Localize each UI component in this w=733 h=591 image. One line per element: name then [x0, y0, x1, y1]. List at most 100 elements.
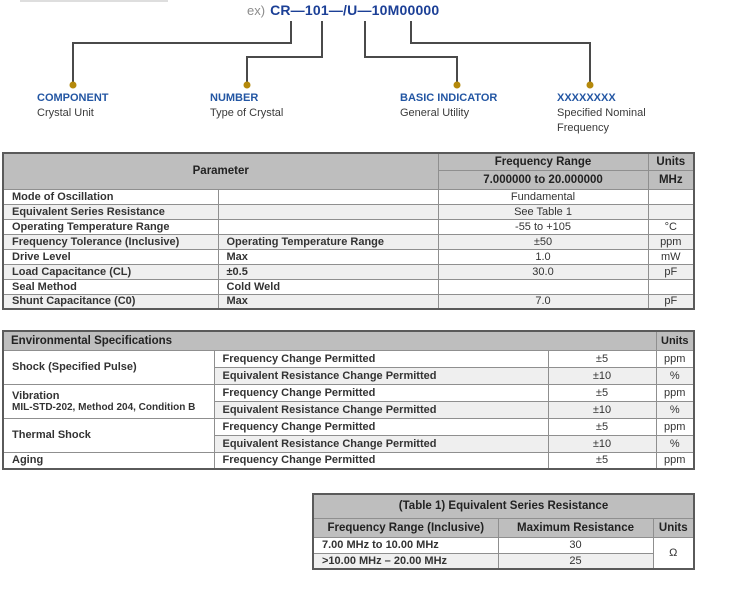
test-cell: Frequency Change Permitted	[213, 451, 549, 470]
diagram-label-title: XXXXXXXX	[557, 92, 616, 104]
frequency-range-header: Frequency Range	[437, 152, 649, 171]
part-number-breakdown-connectors	[69, 21, 594, 89]
table-row: 7.00 MHz to 10.00 MHz 30 Ω	[312, 536, 695, 570]
condition-cell	[217, 188, 439, 205]
value-cell: ±10	[547, 400, 657, 419]
unit-cell: °C	[647, 218, 695, 235]
table-row: Seal Method Cold Weld	[2, 278, 695, 295]
condition-cell: Operating Temperature Range	[217, 233, 439, 250]
connector-line-component	[72, 21, 292, 82]
diagram-label-subtitle: General Utility	[400, 107, 470, 119]
diagram-label-title: BASIC INDICATOR	[400, 92, 498, 104]
connector-dot-icon	[586, 81, 594, 89]
range-cell: >10.00 MHz – 20.00 MHz	[312, 552, 499, 570]
environmental-table: Environmental Specifications Units Shock…	[2, 330, 695, 470]
unit-cell: ppm	[647, 233, 695, 250]
table1-title: (Table 1) Equivalent Series Resistance	[312, 493, 695, 519]
param-cell: Seal Method	[2, 278, 219, 295]
param-cell: Shunt Capacitance (C0)	[2, 293, 219, 310]
param-cell: Drive Level	[2, 248, 219, 265]
table1-resistance-header: Maximum Resistance	[497, 517, 654, 538]
value-cell: ±5	[547, 417, 657, 436]
units-header: Units	[647, 152, 695, 171]
group-name-cell: Vibration MIL-STD-202, Method 204, Condi…	[2, 383, 215, 419]
table-row: Load Capacitance (CL) ±0.5 30.0 pF	[2, 263, 695, 280]
diagram-label-frequency: XXXXXXXX Specified Nominal Frequency	[557, 91, 669, 136]
connector-dot-icon	[453, 81, 461, 89]
units-value-header: MHz	[647, 169, 695, 190]
units-header: Units	[655, 330, 695, 351]
unit-cell: %	[655, 434, 695, 453]
table-row: Shock (Specified Pulse) Frequency Change…	[2, 349, 695, 385]
unit-cell: ppm	[655, 451, 695, 470]
connector-line-frequency	[410, 21, 591, 82]
unit-cell: ppm	[655, 417, 695, 436]
table-row: Operating Temperature Range -55 to +105 …	[2, 218, 695, 235]
value-cell: ±5	[547, 451, 657, 470]
unit-cell	[647, 278, 695, 295]
connector-dot-icon	[69, 81, 77, 89]
condition-cell: Max	[217, 248, 439, 265]
table-row: Drive Level Max 1.0 mW	[2, 248, 695, 265]
table1-range-header: Frequency Range (Inclusive)	[312, 517, 499, 538]
group-name-cell: Thermal Shock	[2, 417, 215, 453]
range-cell: 7.00 MHz to 10.00 MHz	[312, 536, 499, 554]
condition-cell	[217, 218, 439, 235]
unit-cell: %	[655, 366, 695, 385]
condition-cell: Cold Weld	[217, 278, 439, 295]
environmental-title: Environmental Specifications	[2, 330, 657, 351]
table-row: Equivalent Series Resistance See Table 1	[2, 203, 695, 220]
diagram-label-subtitle: Specified Nominal Frequency	[557, 107, 646, 134]
part-number-title: ex) CR—101—/U—10M00000	[247, 2, 439, 20]
unit-cell: ppm	[655, 383, 695, 402]
value-cell: ±10	[547, 434, 657, 453]
value-cell	[437, 278, 649, 295]
value-cell: ±10	[547, 366, 657, 385]
parameter-header: Parameter	[2, 152, 439, 190]
condition-cell	[217, 203, 439, 220]
condition-cell: Max	[217, 293, 439, 310]
part-number-code: CR—101—/U—10M00000	[270, 2, 440, 18]
param-cell: Operating Temperature Range	[2, 218, 219, 235]
group-name-line1: Vibration	[12, 389, 60, 402]
unit-cell: ppm	[655, 349, 695, 368]
value-cell: ±5	[547, 383, 657, 402]
unit-cell: %	[655, 400, 695, 419]
table-row: Frequency Tolerance (Inclusive) Operatin…	[2, 233, 695, 250]
table1-equivalent-series-resistance: (Table 1) Equivalent Series Resistance F…	[312, 493, 696, 570]
resistance-cell: 25	[497, 552, 654, 570]
diagram-label-subtitle: Type of Crystal	[210, 107, 284, 119]
unit-cell: mW	[647, 248, 695, 265]
example-prefix: ex)	[247, 3, 266, 18]
test-cell: Equivalent Resistance Change Permitted	[213, 366, 549, 385]
connector-line-number	[246, 21, 323, 82]
test-cell: Equivalent Resistance Change Permitted	[213, 434, 549, 453]
parameter-table: Parameter Frequency Range Units 7.000000…	[2, 152, 696, 310]
frequency-range-value-header: 7.000000 to 20.000000	[437, 169, 649, 190]
test-cell: Equivalent Resistance Change Permitted	[213, 400, 549, 419]
diagram-label-basic-indicator: BASIC INDICATOR General Utility	[400, 91, 530, 121]
table-row: Equivalent Resistance Change Permitted ±…	[3, 434, 695, 453]
table-row: Equivalent Resistance Change Permitted ±…	[3, 366, 695, 385]
value-cell: 30.0	[437, 263, 649, 280]
test-cell: Frequency Change Permitted	[213, 349, 549, 368]
diagram-label-component: COMPONENT Crystal Unit	[37, 91, 157, 121]
test-cell: Frequency Change Permitted	[213, 383, 549, 402]
condition-cell: ±0.5	[217, 263, 439, 280]
diagram-label-number: NUMBER Type of Crystal	[210, 91, 330, 121]
param-cell: Equivalent Series Resistance	[2, 203, 219, 220]
test-cell: Frequency Change Permitted	[213, 417, 549, 436]
diagram-label-subtitle: Crystal Unit	[37, 107, 94, 119]
table-row: Shunt Capacitance (C0) Max 7.0 pF	[2, 293, 695, 310]
table-row: Aging Frequency Change Permitted ±5 ppm	[2, 451, 695, 470]
connector-dot-icon	[243, 81, 251, 89]
value-cell: Fundamental	[437, 188, 649, 205]
cropped-edge-artifact	[20, 0, 168, 2]
unit-cell	[647, 188, 695, 205]
unit-cell: pF	[647, 263, 695, 280]
param-cell: Mode of Oscillation	[2, 188, 219, 205]
unit-cell	[647, 203, 695, 220]
value-cell: See Table 1	[437, 203, 649, 220]
table-row: Thermal Shock Frequency Change Permitted…	[2, 417, 695, 453]
unit-cell: pF	[647, 293, 695, 310]
